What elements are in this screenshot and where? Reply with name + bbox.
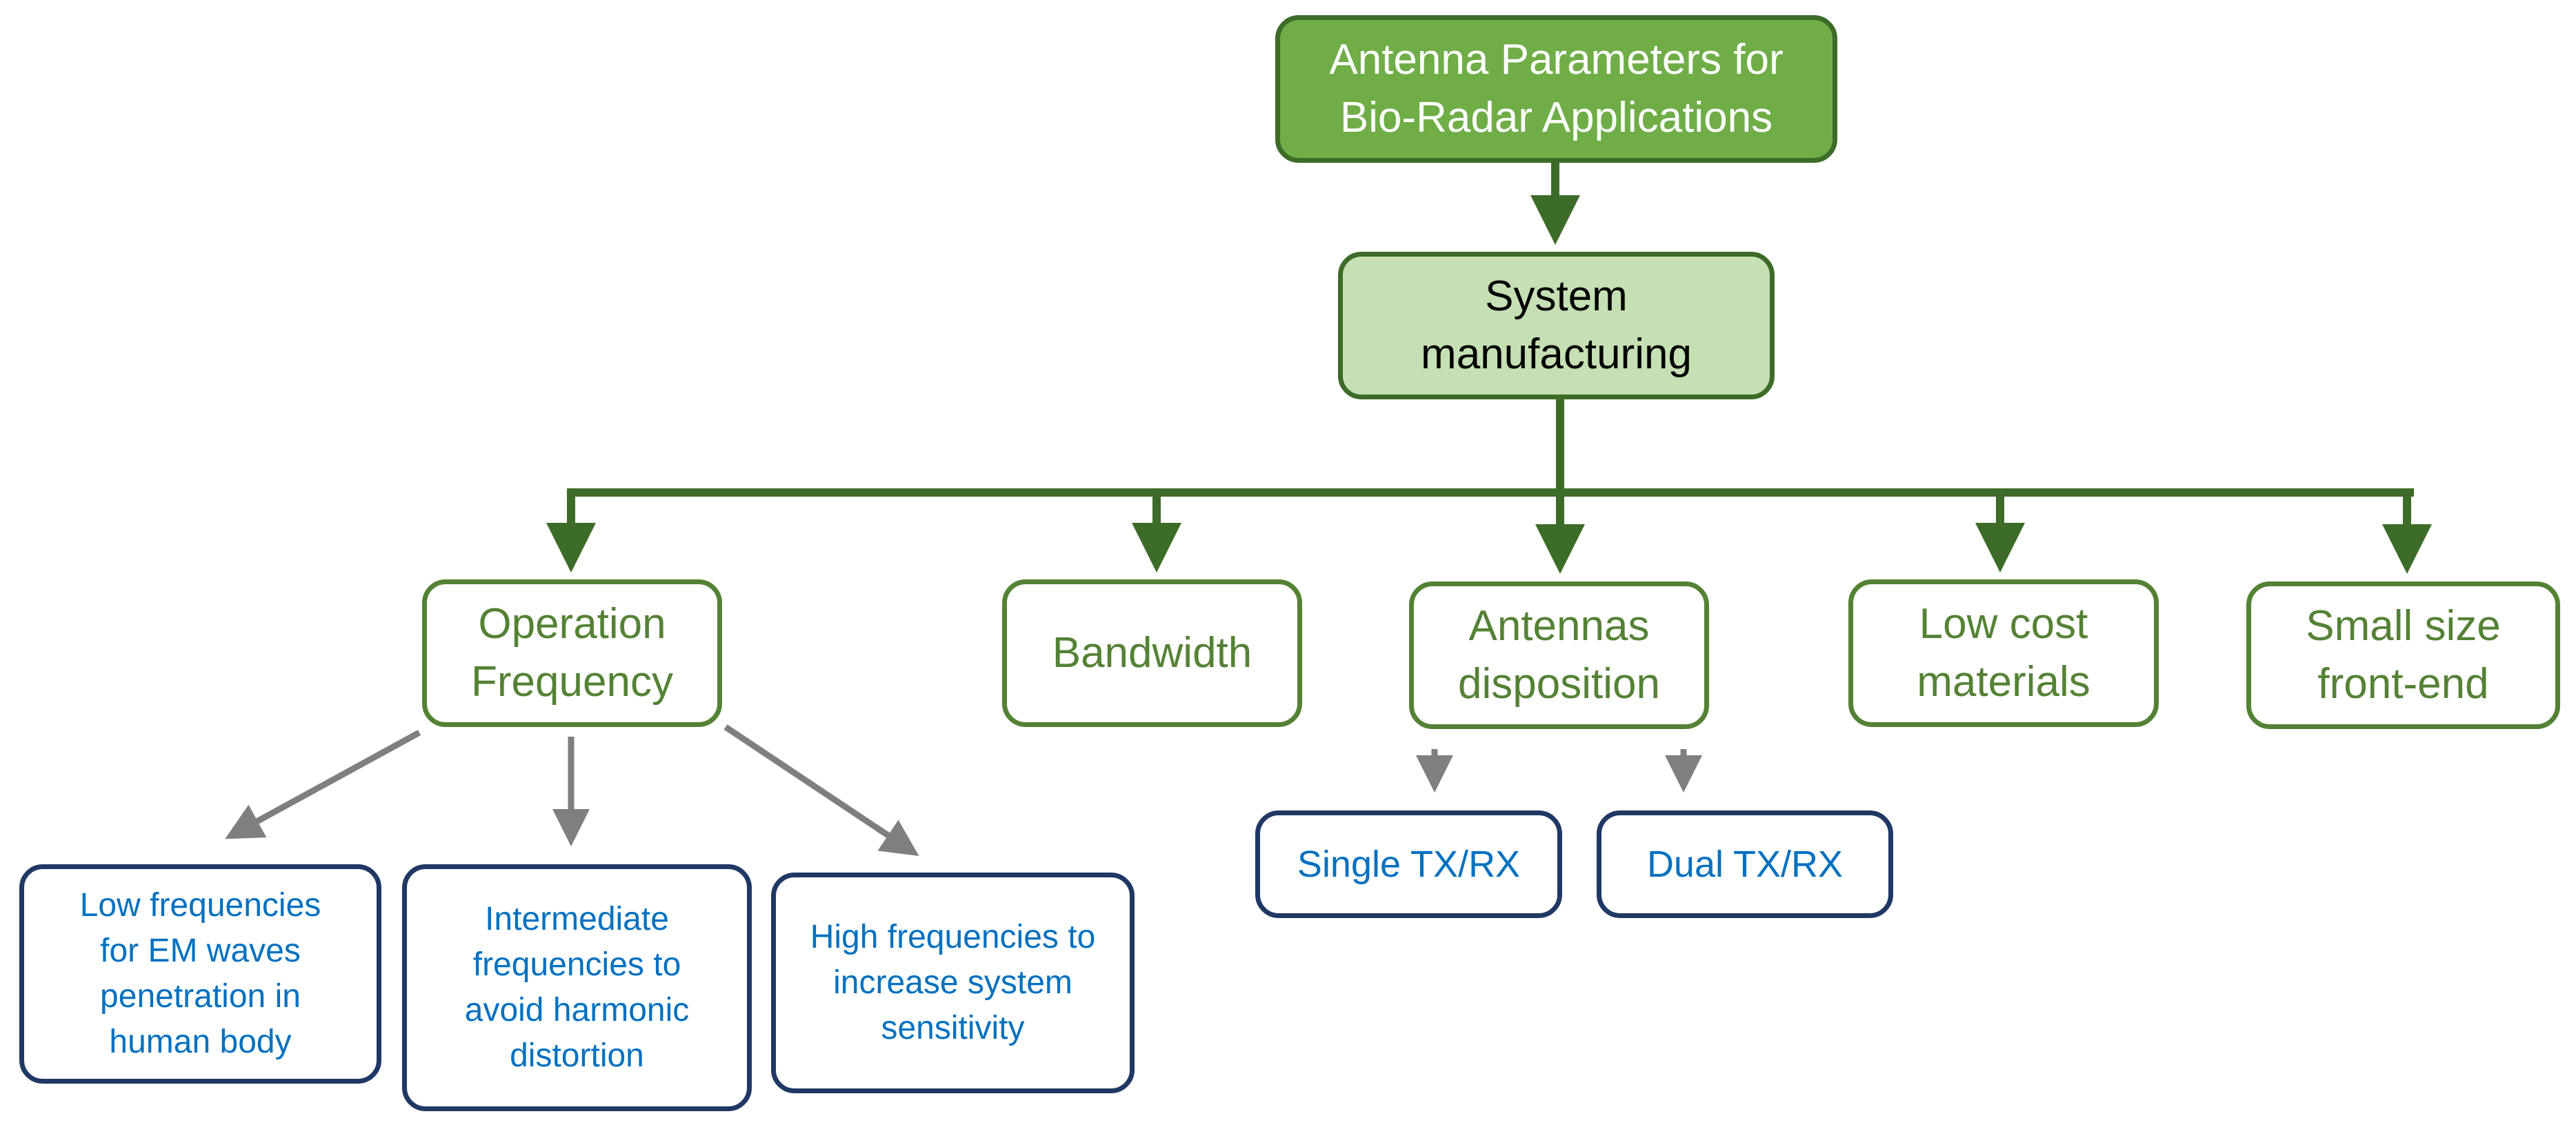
bandwidth-label: Bandwidth <box>1052 629 1252 677</box>
arrow-to-low-frequencies <box>225 730 421 839</box>
operation-frequency-label: Operation Frequency <box>471 600 673 706</box>
small-size-front-end-node: Small size front-end <box>2246 581 2560 729</box>
antennas-disposition-node: Antennas disposition <box>1409 581 1709 729</box>
intermediate-frequencies-node: Intermediate frequencies to avoid harmon… <box>402 864 752 1111</box>
arrow-to-high-frequencies <box>723 724 919 856</box>
root-node: Antenna Parameters for Bio-Radar Applica… <box>1275 15 1837 163</box>
single-txrx-label: Single TX/RX <box>1297 844 1521 885</box>
low-frequencies-label: Low frequencies for EM waves penetration… <box>79 887 321 1060</box>
root-node-label: Antenna Parameters for Bio-Radar Applica… <box>1329 36 1784 141</box>
high-frequencies-node: High frequencies to increase system sens… <box>771 873 1135 1093</box>
system-manufacturing-node: System manufacturing <box>1338 252 1775 399</box>
low-frequencies-node: Low frequencies for EM waves penetration… <box>19 864 381 1084</box>
antennas-disposition-label: Antennas disposition <box>1458 602 1660 708</box>
bandwidth-node: Bandwidth <box>1002 579 1302 727</box>
single-txrx-node: Single TX/RX <box>1255 810 1562 918</box>
high-frequencies-label: High frequencies to increase system sens… <box>810 919 1096 1046</box>
small-size-front-end-label: Small size front-end <box>2306 602 2501 708</box>
low-cost-materials-label: Low cost materials <box>1917 600 2090 706</box>
dual-txrx-node: Dual TX/RX <box>1597 810 1893 918</box>
intermediate-frequencies-label: Intermediate frequencies to avoid harmon… <box>464 901 690 1074</box>
low-cost-materials-node: Low cost materials <box>1848 579 2159 727</box>
operation-frequency-node: Operation Frequency <box>422 579 722 727</box>
system-manufacturing-label: System manufacturing <box>1421 272 1692 378</box>
dual-txrx-label: Dual TX/RX <box>1646 844 1844 885</box>
